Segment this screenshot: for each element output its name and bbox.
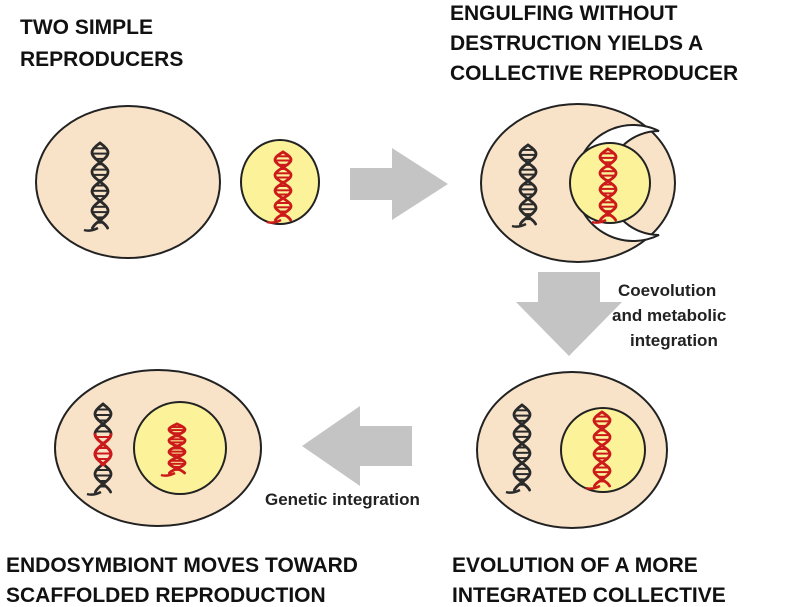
- dna-strand: [273, 150, 293, 222]
- dna-strand: [518, 143, 538, 226]
- heading-line: DESTRUCTION YIELDS A: [450, 32, 703, 55]
- dna-strand: [167, 422, 187, 475]
- dna-inserted-segment: [93, 433, 113, 467]
- dna-strand: [592, 410, 612, 488]
- host-dna-icon: [83, 141, 110, 232]
- dna-strand: [512, 403, 532, 492]
- heading-line: SCAFFOLDED REPRODUCTION: [6, 584, 326, 607]
- dna-tail: [591, 218, 607, 224]
- dna-tail: [86, 490, 102, 496]
- label-line: integration: [630, 331, 718, 350]
- dna-strand: [592, 410, 612, 488]
- dna-tail: [160, 471, 176, 477]
- label-line: and metabolic: [612, 306, 726, 325]
- label-line: Genetic integration: [265, 490, 420, 509]
- arrow-down-icon: [516, 272, 622, 356]
- host-dna-icon: [505, 403, 532, 494]
- dna-strand: [273, 150, 293, 222]
- symbiont-dna-icon: [585, 410, 612, 490]
- heading-evolution-integrated: EVOLUTION OF A MORE INTEGRATED COLLECTIV…: [452, 554, 726, 607]
- dna-inserted-segment: [93, 433, 113, 467]
- label-genetic-integration: Genetic integration: [265, 490, 420, 509]
- arrow-left-icon: [302, 406, 412, 486]
- arrow-right-icon: [350, 148, 448, 220]
- symbiont-dna-icon: [160, 422, 187, 477]
- host-dna-icon: [511, 143, 538, 228]
- heading-line: INTEGRATED COLLECTIVE: [452, 584, 726, 607]
- heading-line: ENGULFING WITHOUT: [450, 2, 678, 25]
- heading-line: ENDOSYMBIONT MOVES TOWARD: [6, 554, 358, 577]
- dna-strand: [90, 141, 110, 230]
- dna-tail: [266, 218, 282, 224]
- dna-strand: [90, 141, 110, 230]
- dna-strand: [518, 143, 538, 226]
- heading-line: EVOLUTION OF A MORE: [452, 554, 698, 577]
- dna-tail: [585, 484, 601, 490]
- symbiont-dna-icon: [591, 147, 618, 224]
- dna-tail: [511, 222, 527, 228]
- chimeric-dna-icon: [86, 402, 113, 496]
- heading-two-simple-reproducers: TWO SIMPLE REPRODUCERS: [20, 16, 183, 71]
- label-line: Coevolution: [618, 281, 716, 300]
- heading-line: TWO SIMPLE: [20, 16, 153, 39]
- dna-strand: [598, 147, 618, 222]
- symbiont-dna-icon: [266, 150, 293, 224]
- host-cell: [35, 105, 221, 259]
- dna-strand: [598, 147, 618, 222]
- heading-engulfing: ENGULFING WITHOUT DESTRUCTION YIELDS A C…: [450, 2, 738, 85]
- dna-strand: [167, 422, 187, 475]
- dna-tail: [505, 488, 521, 494]
- heading-line: REPRODUCERS: [20, 48, 183, 71]
- heading-endosymbiont-moves: ENDOSYMBIONT MOVES TOWARD SCAFFOLDED REP…: [6, 554, 364, 607]
- label-coevolution: Coevolution and metabolic integration: [612, 281, 731, 350]
- heading-line: COLLECTIVE REPRODUCER: [450, 62, 738, 85]
- dna-strand: [512, 403, 532, 492]
- dna-tail: [83, 226, 99, 232]
